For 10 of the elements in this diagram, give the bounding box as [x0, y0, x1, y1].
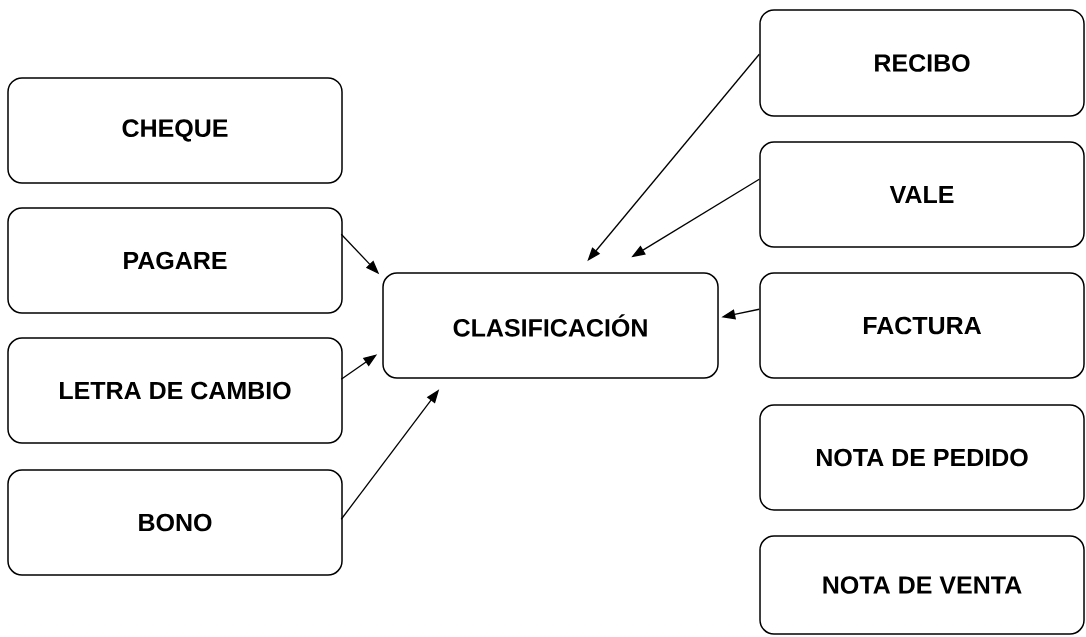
rounded-box: VALE — [759, 141, 1085, 248]
rounded-box: RECIBO — [759, 9, 1085, 117]
rounded-box: FACTURA — [759, 272, 1085, 379]
rounded-box: NOTA DE VENTA — [759, 535, 1085, 635]
rounded-box: CLASIFICACIÓN — [382, 272, 719, 379]
rounded-box: LETRA DE CAMBIO — [7, 337, 343, 444]
rounded-box: NOTA DE PEDIDO — [759, 404, 1085, 511]
rounded-box: BONO — [7, 469, 343, 576]
rounded-box: PAGARE — [7, 207, 343, 314]
rounded-box: CHEQUE — [7, 77, 343, 184]
